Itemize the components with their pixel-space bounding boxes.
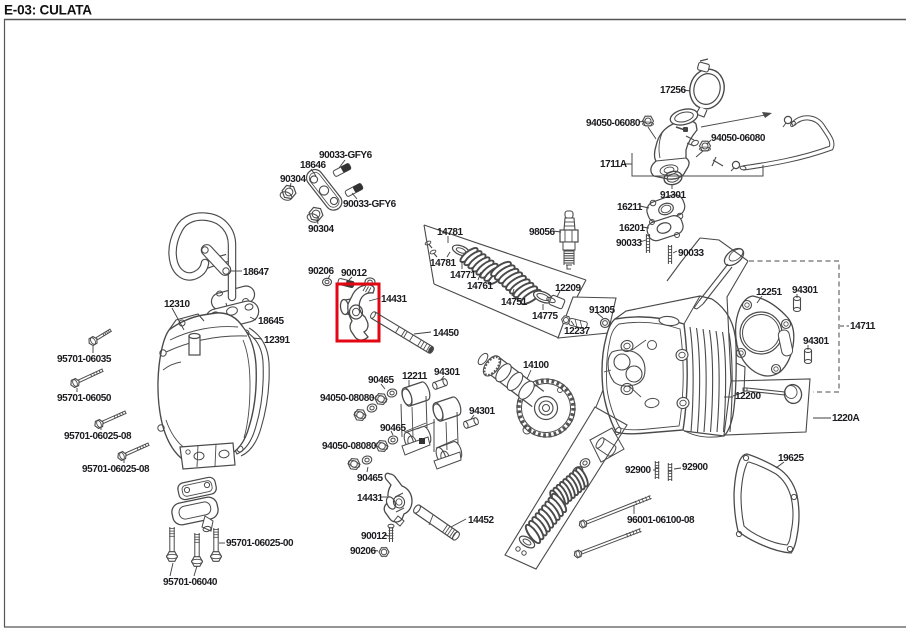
svg-text:18647: 18647 — [243, 267, 269, 278]
svg-text:94050-06080: 94050-06080 — [711, 133, 766, 144]
svg-text:12209: 12209 — [555, 283, 581, 294]
svg-text:12391: 12391 — [264, 335, 290, 346]
svg-text:12211: 12211 — [402, 371, 428, 382]
svg-text:95701-06050: 95701-06050 — [57, 393, 112, 404]
svg-text:90465: 90465 — [357, 473, 383, 484]
svg-text:91305: 91305 — [589, 305, 615, 316]
svg-text:95701-06025-08: 95701-06025-08 — [64, 431, 132, 442]
svg-text:94050-08080: 94050-08080 — [322, 441, 377, 452]
svg-text:14452: 14452 — [468, 515, 494, 526]
svg-text:90465: 90465 — [368, 375, 394, 386]
svg-text:14761: 14761 — [467, 281, 493, 292]
svg-text:98056: 98056 — [529, 227, 555, 238]
svg-text:14781: 14781 — [430, 258, 456, 269]
svg-text:91301: 91301 — [660, 190, 686, 201]
svg-text:90033-GFY6: 90033-GFY6 — [319, 150, 373, 161]
svg-text:16211: 16211 — [617, 202, 643, 213]
svg-text:95701-06040: 95701-06040 — [163, 577, 218, 588]
svg-text:96001-06100-08: 96001-06100-08 — [627, 515, 695, 526]
svg-text:E-03: CULATA: E-03: CULATA — [4, 3, 92, 18]
svg-text:90304: 90304 — [280, 174, 306, 185]
svg-text:94050-06080: 94050-06080 — [586, 118, 641, 129]
svg-text:95701-06025-00: 95701-06025-00 — [226, 538, 294, 549]
svg-text:17256: 17256 — [660, 85, 686, 96]
svg-text:95701-06035: 95701-06035 — [57, 354, 112, 365]
svg-text:19625: 19625 — [778, 453, 804, 464]
svg-text:14711: 14711 — [850, 321, 876, 332]
svg-text:14431: 14431 — [381, 294, 407, 305]
svg-text:90012: 90012 — [341, 268, 367, 279]
svg-text:94301: 94301 — [792, 285, 818, 296]
svg-text:94301: 94301 — [803, 336, 829, 347]
svg-text:14751: 14751 — [501, 297, 527, 308]
svg-text:1220A: 1220A — [832, 413, 859, 424]
svg-text:92900: 92900 — [682, 462, 708, 473]
svg-text:94301: 94301 — [434, 367, 460, 378]
svg-text:94050-08080: 94050-08080 — [320, 393, 375, 404]
svg-text:90206: 90206 — [308, 266, 334, 277]
svg-text:90012: 90012 — [361, 531, 387, 542]
svg-text:14775: 14775 — [532, 311, 558, 322]
svg-text:12237: 12237 — [564, 326, 590, 337]
svg-text:14100: 14100 — [523, 360, 549, 371]
svg-text:14431: 14431 — [357, 493, 383, 504]
svg-text:90304: 90304 — [308, 224, 334, 235]
svg-text:90033: 90033 — [616, 238, 642, 249]
svg-text:18645: 18645 — [258, 316, 284, 327]
svg-text:12310: 12310 — [164, 299, 190, 310]
svg-text:12200: 12200 — [735, 391, 761, 402]
svg-text:95701-06025-08: 95701-06025-08 — [82, 464, 150, 475]
svg-text:92900: 92900 — [625, 465, 651, 476]
svg-text:90465: 90465 — [380, 423, 406, 434]
svg-text:1711A: 1711A — [600, 159, 627, 170]
svg-text:14771: 14771 — [450, 270, 476, 281]
svg-text:90033-GFY6: 90033-GFY6 — [343, 199, 397, 210]
svg-text:18646: 18646 — [300, 160, 326, 171]
svg-text:90206: 90206 — [350, 546, 376, 557]
svg-text:12251: 12251 — [756, 287, 782, 298]
svg-text:14781: 14781 — [437, 227, 463, 238]
svg-text:14450: 14450 — [433, 328, 459, 339]
svg-text:94301: 94301 — [469, 406, 495, 417]
svg-text:90033: 90033 — [678, 248, 704, 259]
svg-text:16201: 16201 — [619, 223, 645, 234]
